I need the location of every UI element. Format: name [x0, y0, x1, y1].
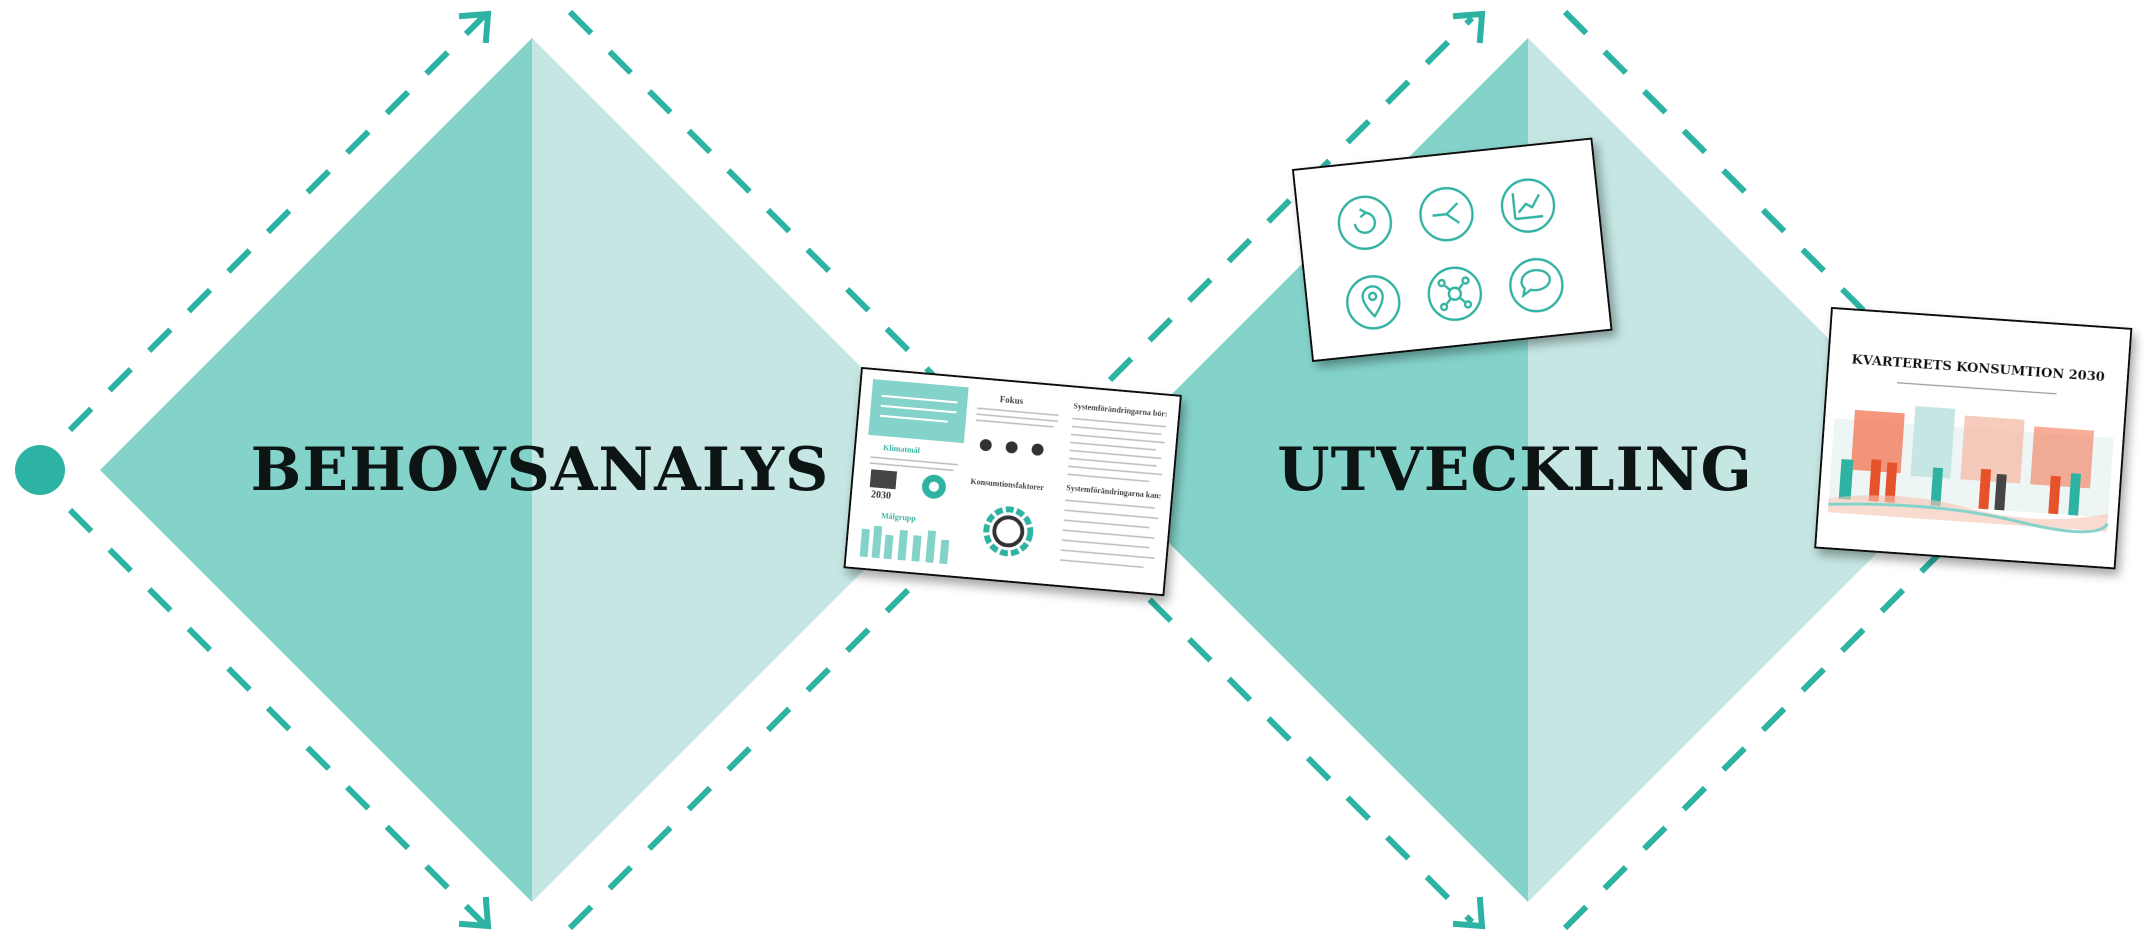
report-section-fokus: Fokus: [999, 394, 1024, 406]
report-card: Klimatmål 2030 Målgrupp Fokus Konsumtion…: [843, 366, 1182, 597]
refresh-icon: [1337, 195, 1393, 250]
diamond-right-half: [532, 38, 964, 902]
report-card-kan-lines: [1059, 499, 1159, 569]
report-card-header-panel: [868, 379, 969, 444]
report-card-people-figures: [859, 525, 950, 565]
branch-icon: [1419, 187, 1474, 242]
report-card-fokus-circles: [979, 439, 1044, 456]
arrowhead-down-2: [1452, 896, 1486, 930]
arrowhead-down-1: [458, 896, 492, 930]
chat-icon: [1509, 257, 1564, 313]
report-section-klimatmal: Klimatmål: [883, 443, 921, 455]
report-card-donut-hole: [928, 481, 939, 492]
trend-icon: [1500, 178, 1556, 233]
diamond-title-behovsanalys: BEHOVSANALYS: [251, 435, 830, 505]
kvarterets-card: KVARTERETS KONSUMTION 2030: [1814, 306, 2133, 570]
report-card-header-line: [881, 394, 958, 404]
icons-card-paper: [1291, 137, 1613, 363]
diamond-right-half: [1528, 38, 1960, 902]
dashed-line-1-down: [67, 507, 487, 927]
report-card-ring-inner: [992, 515, 1025, 548]
location-pin-icon: [1346, 275, 1401, 330]
report-section-malgrupp: Målgrupp: [881, 511, 917, 523]
report-card-bor-lines: [1067, 417, 1167, 483]
dashed-line-2-down: [1107, 557, 1475, 925]
arrowhead-up-1: [458, 10, 492, 44]
dashed-line-2-up: [1107, 15, 1475, 383]
diamond-left-half: [100, 38, 532, 902]
network-icon: [1427, 266, 1483, 321]
icons-card: [1291, 137, 1613, 363]
report-card-klimat-lines: [869, 456, 958, 472]
report-card-fokus-lines: [975, 407, 1059, 428]
dashed-line-1-up: [67, 13, 487, 433]
diamond-title-utveckling: UTVECKLING: [1277, 435, 1753, 505]
kvarterets-card-illustration: [1827, 406, 2114, 534]
arrowhead-up-2: [1452, 10, 1486, 44]
report-badge-2030: 2030: [871, 489, 892, 502]
report-card-ring: [983, 506, 1034, 557]
start-dot: [15, 445, 65, 495]
report-card-header-line: [879, 414, 948, 423]
diamond-behovsanalys: [100, 38, 964, 902]
report-card-qr: [869, 469, 898, 490]
kvarterets-card-subtitle-line: [1896, 382, 2057, 395]
report-card-header-line: [880, 404, 957, 414]
arrowheads: [458, 10, 1486, 930]
